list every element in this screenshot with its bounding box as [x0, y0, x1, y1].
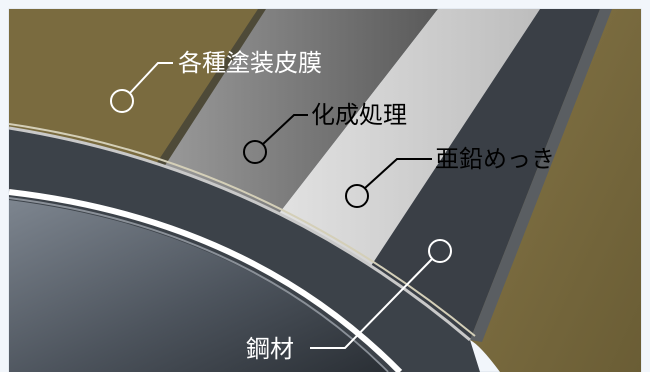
dark-coating-band: [365, 9, 600, 340]
leader-coating-line: [129, 62, 173, 94]
label-zinc: 亜鉛めっき: [435, 145, 555, 173]
dark-band-edge: [470, 9, 612, 342]
zinc-band: [274, 9, 540, 275]
arc-separator: [8, 189, 403, 372]
leader-zinc-line: [364, 158, 432, 189]
outer-arc-edge-olive: [8, 123, 476, 337]
conversion-band-edge: [156, 9, 266, 167]
steel-region: [9, 200, 387, 372]
leader-zinc: [345, 158, 432, 208]
label-coating: 各種塗装皮膜: [178, 49, 322, 77]
leader-coating: [110, 62, 173, 113]
marker-steel-circle: [428, 239, 452, 263]
outer-arc-edge: [8, 126, 471, 342]
label-conversion: 化成処理: [311, 101, 407, 129]
leader-conversion-line: [262, 114, 308, 145]
marker-coating-circle: [110, 89, 134, 113]
leader-steel: [310, 239, 452, 349]
leader-conversion: [243, 114, 308, 164]
arc-separator-inner: [8, 197, 389, 372]
coating-right-region: [470, 9, 641, 372]
marker-conversion-circle: [243, 140, 267, 164]
label-steel: 鋼材: [246, 335, 294, 363]
marker-zinc-circle: [345, 184, 369, 208]
leader-steel-line: [310, 258, 433, 349]
